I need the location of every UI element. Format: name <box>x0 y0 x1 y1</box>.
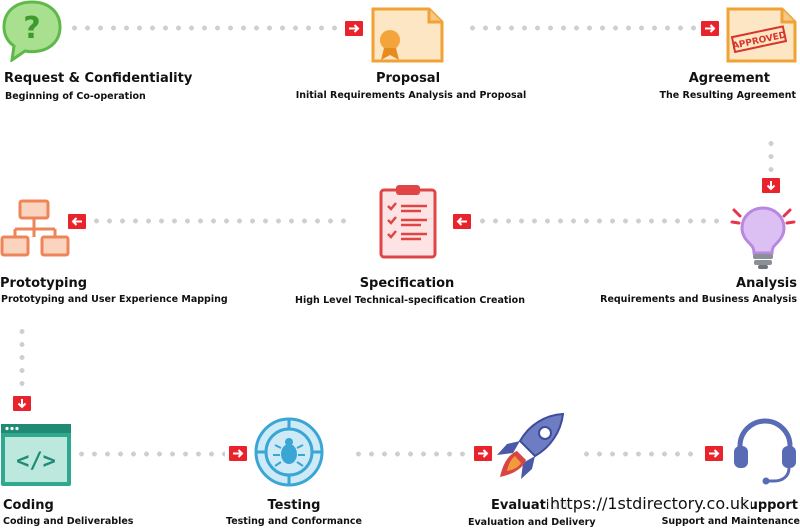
connector <box>19 325 25 391</box>
clipboard-checklist-icon <box>378 184 438 264</box>
arrow-right-icon <box>705 446 723 461</box>
connector <box>466 25 696 31</box>
step-title: Prototyping <box>0 276 88 291</box>
step-title: Agreement <box>688 71 770 86</box>
connector <box>476 218 722 224</box>
arrow-down-icon <box>13 396 31 411</box>
rocket-icon <box>493 411 569 487</box>
step-subtitle: Testing and Conformance <box>225 516 363 527</box>
sitemap-icon <box>0 199 72 263</box>
arrow-right-icon <box>229 446 247 461</box>
step-title: Specification <box>359 276 455 291</box>
arrow-left-icon <box>68 214 86 229</box>
connector <box>768 137 774 175</box>
step-subtitle: Coding and Deliverables <box>3 516 134 527</box>
step-subtitle: Prototyping and User Experience Mapping <box>1 294 228 305</box>
step-subtitle: Beginning of Co-operation <box>5 91 146 102</box>
connector <box>352 451 472 457</box>
connector <box>580 451 700 457</box>
bug-target-icon <box>253 416 325 492</box>
arrow-right-icon <box>474 446 492 461</box>
watermark-url: https://1stdirectory.co.uk <box>548 494 752 513</box>
step-subtitle: The Resulting Agreement <box>659 90 796 101</box>
connector <box>90 218 348 224</box>
connector <box>75 451 225 457</box>
arrow-down-icon <box>762 178 780 193</box>
step-title: Testing <box>267 498 321 513</box>
step-title: Analysis <box>736 276 797 291</box>
step-title: Support <box>739 498 798 513</box>
arrow-right-icon <box>701 21 719 36</box>
headset-icon <box>730 416 800 490</box>
step-title: Request & Confidentiality <box>4 71 193 86</box>
certificate-document-icon <box>370 6 446 68</box>
question-bubble-icon: ? <box>0 0 64 66</box>
code-glyph: </> <box>16 449 56 474</box>
step-title: Proposal <box>375 71 441 86</box>
step-subtitle: Requirements and Business Analysis <box>600 294 797 305</box>
svg-text:?: ? <box>23 11 40 46</box>
step-title: Coding <box>3 498 54 513</box>
lightbulb-icon <box>730 202 796 274</box>
code-window-icon: </> <box>0 423 72 491</box>
step-subtitle: Initial Requirements Analysis and Propos… <box>295 90 527 101</box>
approved-document-icon: APPROVED <box>725 6 799 68</box>
arrow-right-icon <box>345 21 363 36</box>
step-subtitle: High Level Technical-specification Creat… <box>295 295 525 306</box>
step-subtitle: Evaluation and Delivery <box>468 517 596 528</box>
connector <box>68 25 342 31</box>
step-subtitle: Support and Maintenance <box>661 516 800 527</box>
arrow-left-icon <box>453 214 471 229</box>
